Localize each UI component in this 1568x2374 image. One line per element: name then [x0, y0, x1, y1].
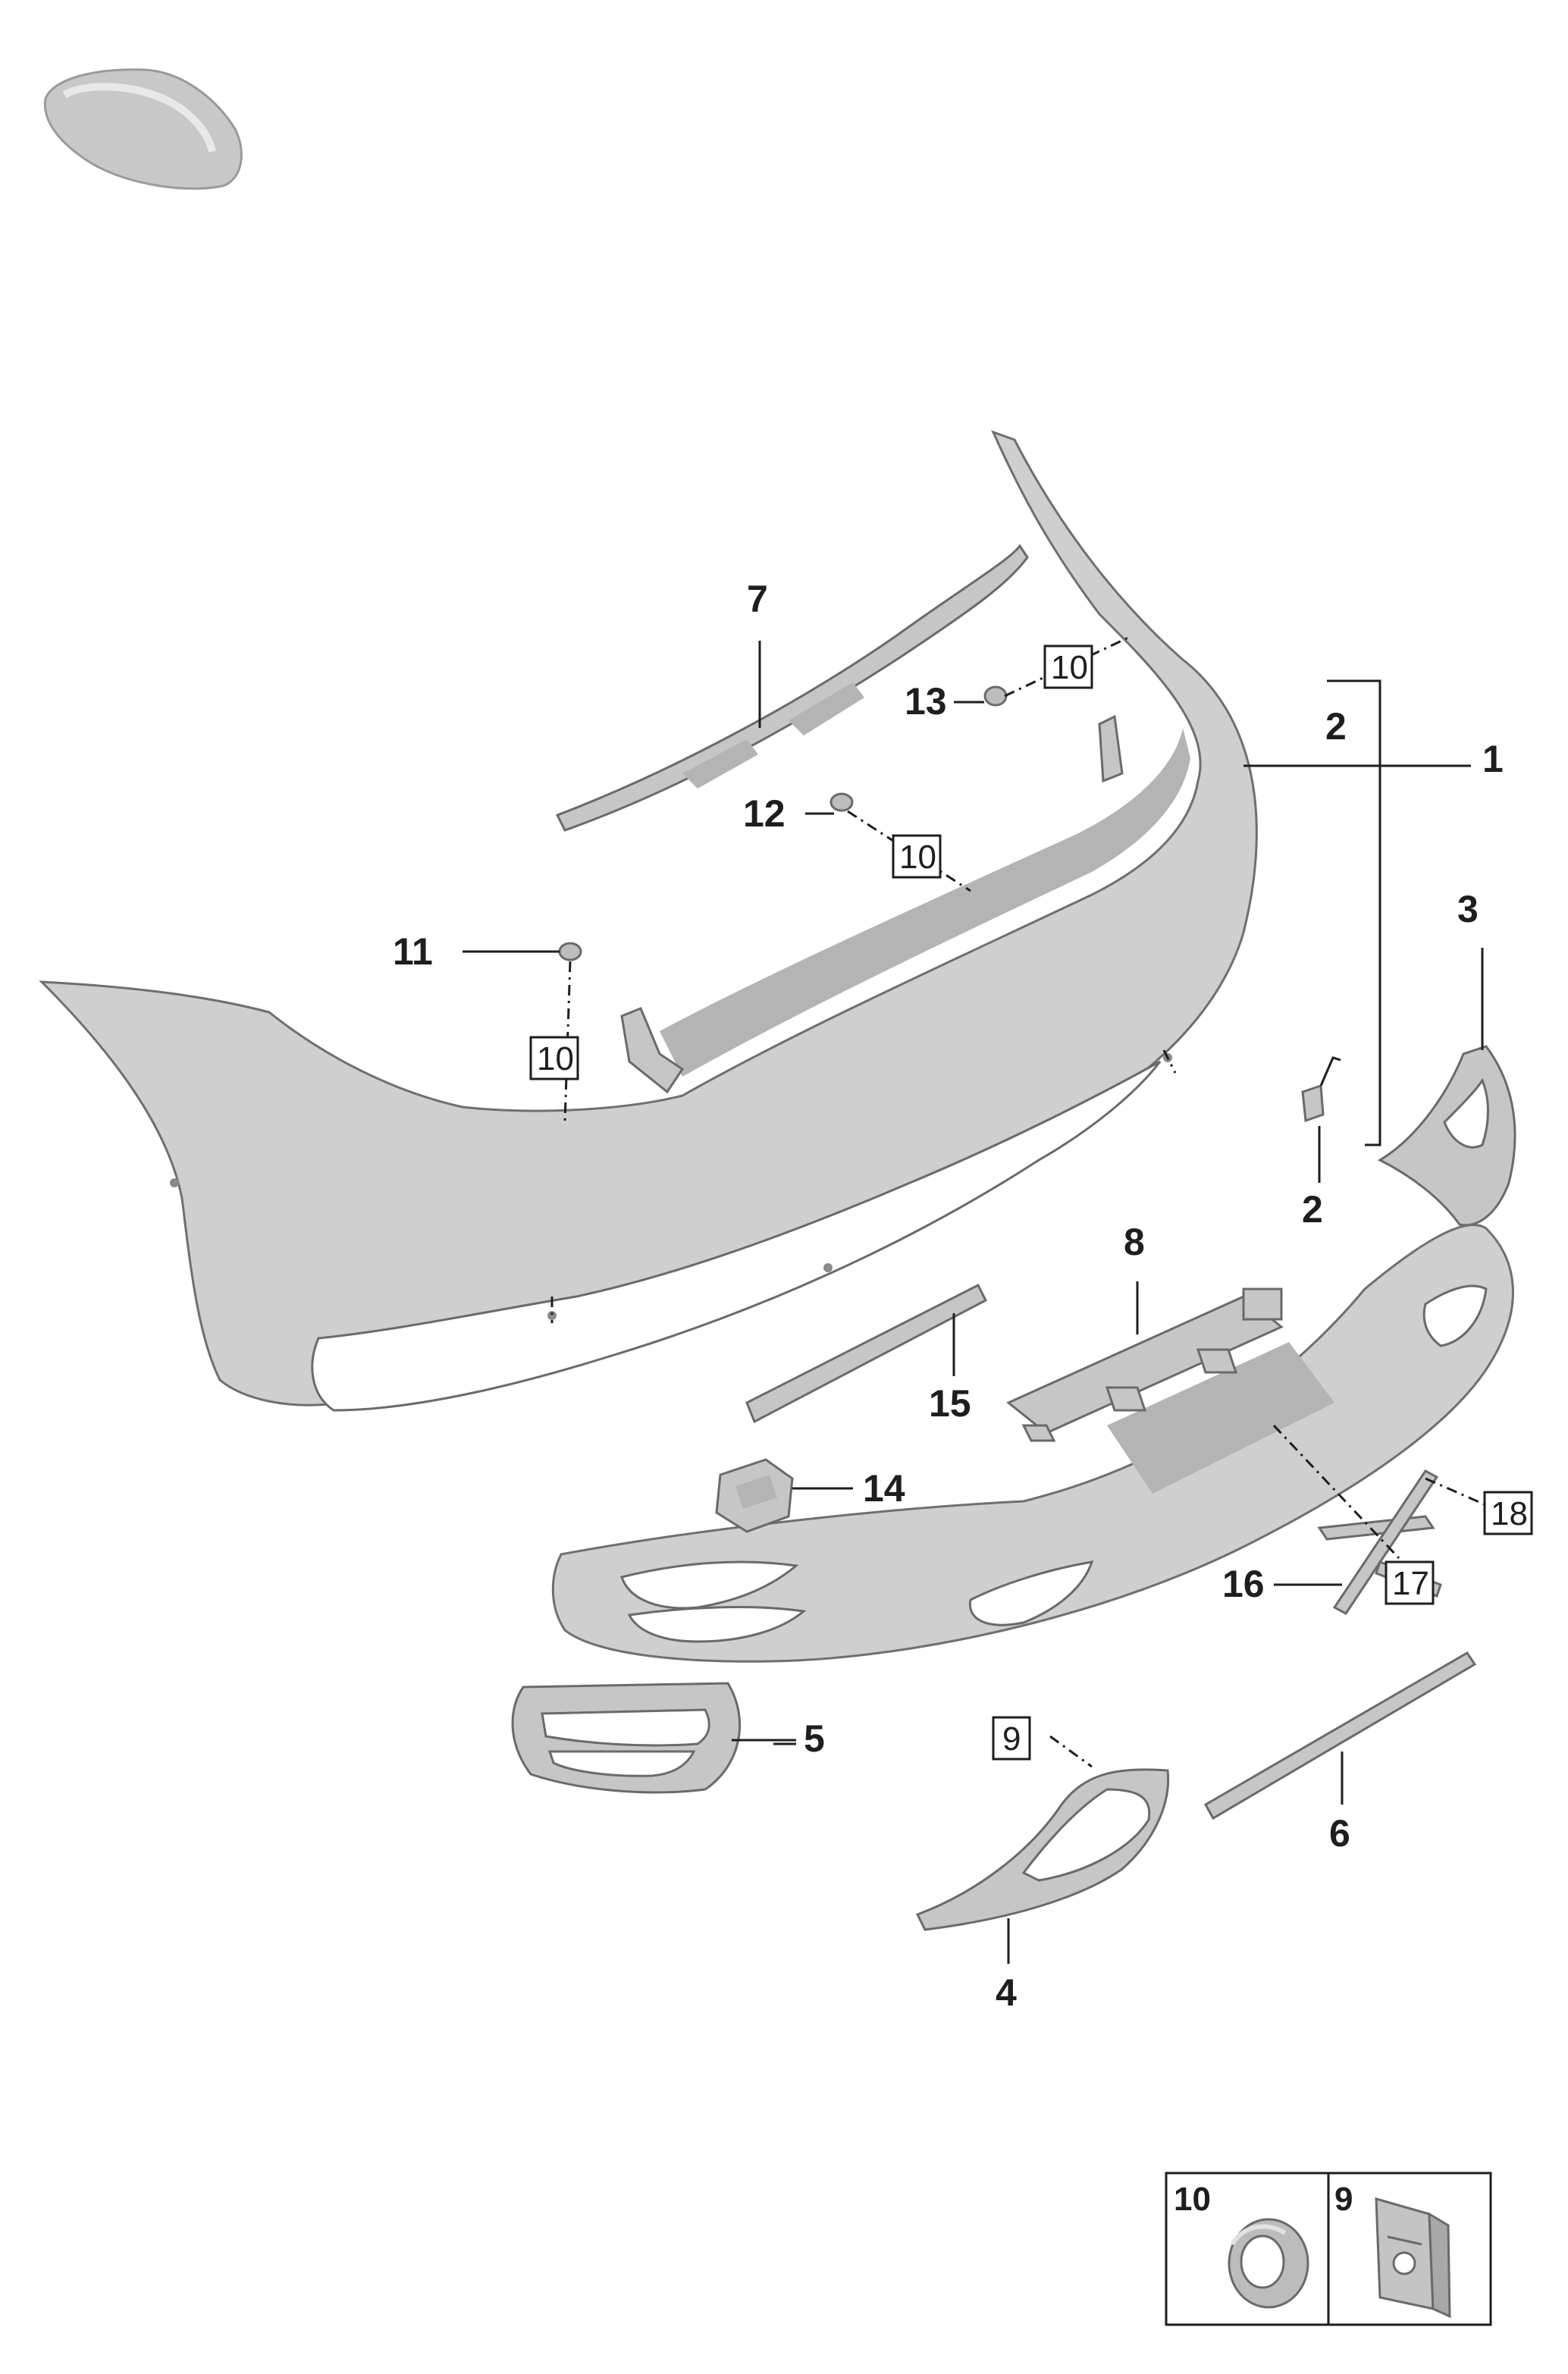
boxed-ref-9: 9 [1002, 1720, 1021, 1758]
vehicle-silhouette-icon [43, 68, 243, 190]
boxed-ref-10-left: 10 [537, 1040, 574, 1077]
callout-7: 7 [747, 578, 768, 620]
callout-1: 1 [1482, 738, 1504, 780]
callout-4: 4 [996, 1971, 1017, 2014]
trim-strip-15-part [745, 1283, 987, 1424]
callout-8: 8 [1124, 1221, 1145, 1263]
boxed-references: 10 10 10 9 17 18 [529, 644, 1533, 1761]
clip-nut-icon [1375, 2197, 1451, 2319]
sealing-ring-icon [1228, 2218, 1309, 2309]
callout-12: 12 [743, 792, 786, 835]
callout-numbers: 1 2 2 3 4 5 6 7 8 11 12 13 14 15 16 [393, 578, 1504, 2014]
legend-label-10: 10 [1174, 2181, 1211, 2218]
upper-trim-strip-part [555, 544, 1029, 832]
bumper-cover-part [39, 430, 1258, 1412]
callout-5: 5 [804, 1717, 825, 1760]
lower-front-section-part [551, 1224, 1514, 1663]
fastener-11-part [558, 942, 582, 961]
long-strip-6-part [1203, 1651, 1477, 1820]
fastener-13-part [983, 685, 1008, 707]
boxed-ref-10-middle: 10 [899, 839, 936, 876]
side-bracket-part [1377, 1045, 1516, 1227]
callout-3: 3 [1457, 888, 1479, 930]
callout-15: 15 [929, 1382, 971, 1425]
small-bracket-2-part [1301, 1056, 1341, 1123]
callout-2-top: 2 [1325, 705, 1347, 748]
callout-2-bottom: 2 [1302, 1188, 1323, 1231]
fastener-12-part [829, 792, 854, 812]
callout-11: 11 [393, 930, 433, 973]
legend-label-9: 9 [1334, 2181, 1353, 2218]
boxed-ref-10-top: 10 [1051, 649, 1088, 686]
leader-lines [463, 641, 1484, 1964]
callout-16: 16 [1222, 1563, 1265, 1605]
clip-bracket-14-part [715, 1458, 794, 1533]
boxed-ref-18: 18 [1491, 1495, 1528, 1532]
callout-13: 13 [905, 680, 947, 723]
boxed-ref-17: 17 [1392, 1565, 1429, 1602]
callout-14: 14 [863, 1467, 905, 1510]
grille-insert-part [511, 1682, 742, 1794]
bracket-carrier-part [1006, 1287, 1284, 1442]
side-grille-trim-part [915, 1768, 1170, 1931]
callout-6: 6 [1329, 1812, 1350, 1855]
legend-box: 10 9 [1165, 2172, 1492, 2326]
